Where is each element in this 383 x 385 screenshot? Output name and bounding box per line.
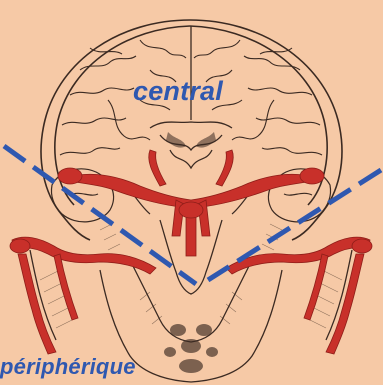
central-region-label: central: [133, 76, 223, 107]
peripheral-region-label: périphérique: [0, 354, 136, 380]
